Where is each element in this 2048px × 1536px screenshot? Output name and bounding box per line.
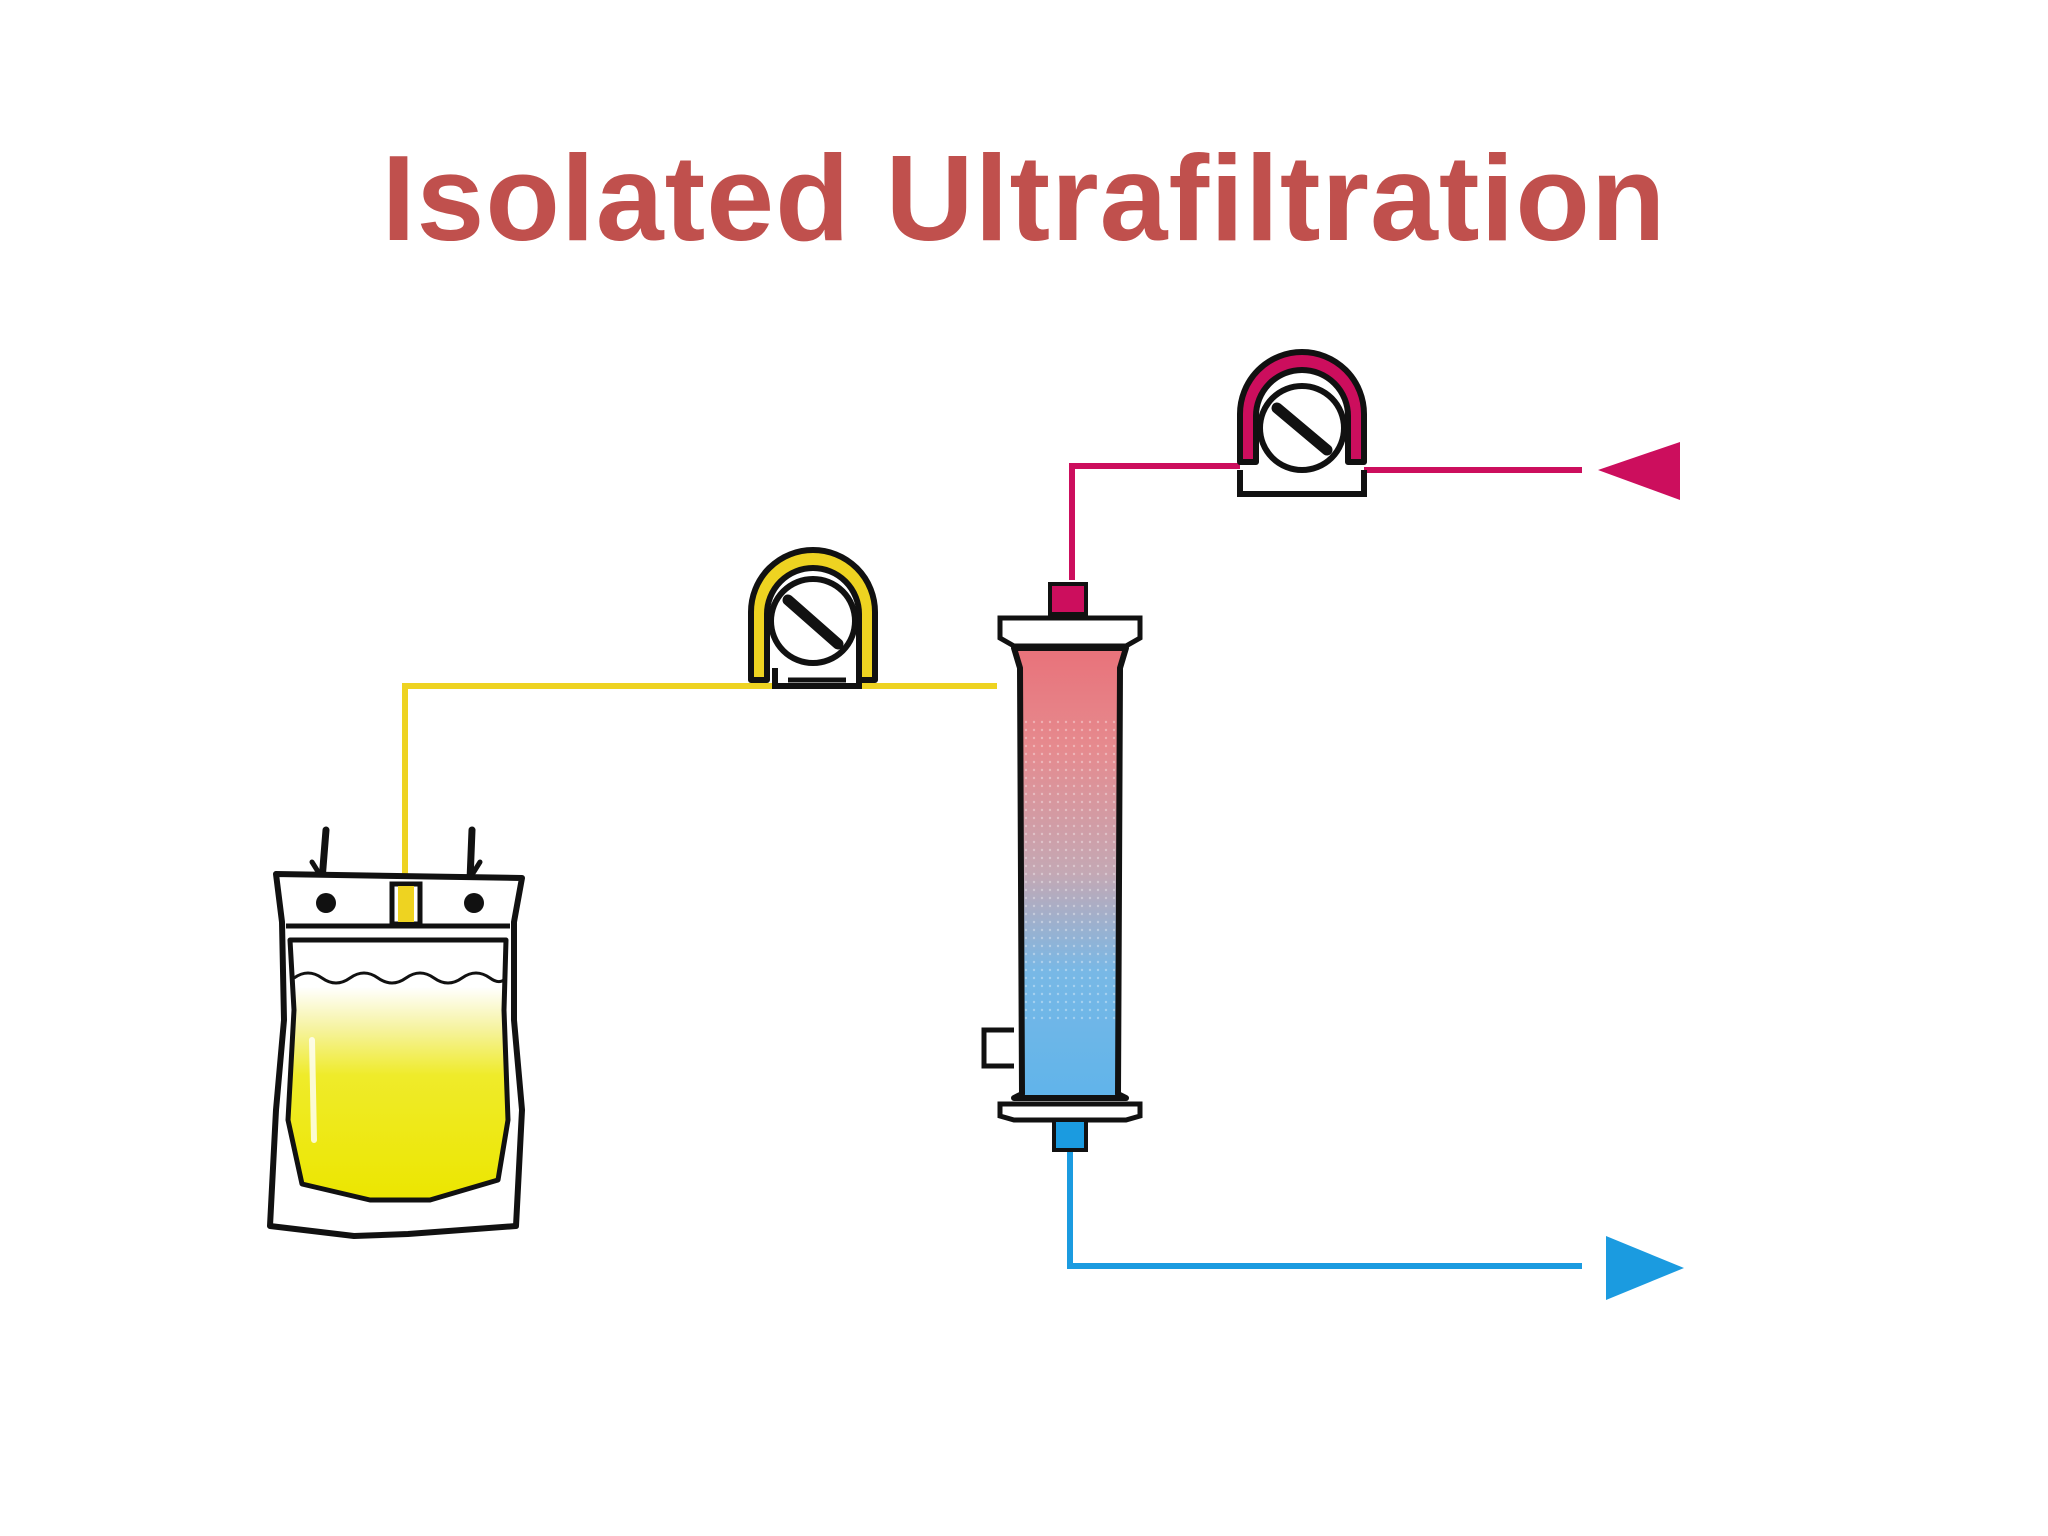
blood-out-line — [1067, 1152, 1582, 1269]
hemofilter-icon — [981, 615, 1143, 1152]
blood-pump-icon — [1237, 349, 1367, 497]
arrow-right-icon — [1606, 1236, 1684, 1300]
effluent-pump-icon — [748, 547, 878, 689]
arrow-left-icon — [1598, 442, 1680, 500]
page-title: Isolated Ultrafiltration — [381, 130, 1667, 266]
effluent-line — [402, 683, 997, 893]
blood-in-line — [1048, 463, 1582, 616]
collection-bag-icon — [267, 826, 525, 1239]
